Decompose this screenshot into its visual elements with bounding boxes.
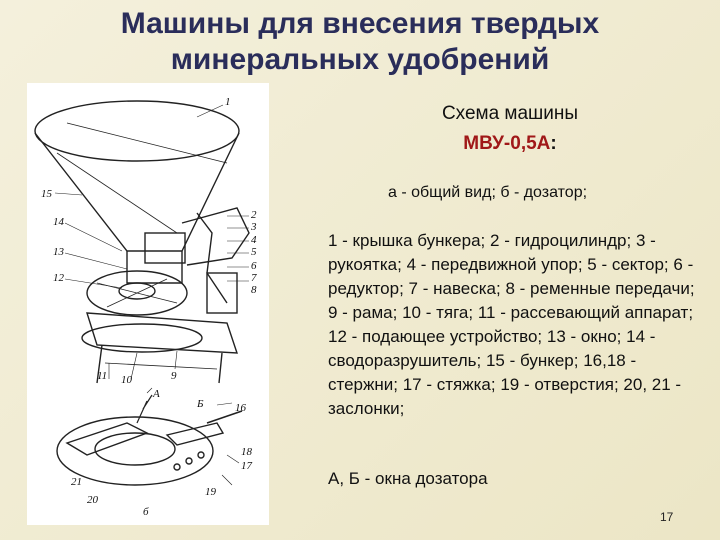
figure-label: 8 xyxy=(251,284,257,296)
figure-label: Б xyxy=(196,398,204,410)
figure-label: б xyxy=(143,506,149,518)
legend-item: 17 - стяжка; xyxy=(402,375,496,394)
figure-label: 20 xyxy=(87,494,99,506)
views-description: а - общий вид; б - дозатор; xyxy=(388,184,588,201)
slide-title: Машины для внесения твердых минеральных … xyxy=(40,6,680,78)
model-name: МВУ-0,5А xyxy=(463,133,551,154)
figure-label: 15 xyxy=(41,188,53,200)
figure-label: 5 xyxy=(251,246,257,258)
caption-model: МВУ-0,5А: xyxy=(380,131,640,157)
figure-label: 19 xyxy=(205,486,217,498)
legend-item: 9 - рама; xyxy=(328,303,398,322)
figure-label: 1 xyxy=(225,96,231,108)
figure-label: 11 xyxy=(97,370,107,382)
model-colon: : xyxy=(550,133,557,154)
figure-label: 10 xyxy=(121,374,133,386)
figure-label: А xyxy=(152,388,160,400)
hopper-cone xyxy=(34,132,240,252)
title-line-2: минеральных удобрений xyxy=(170,43,550,76)
figure-label: 21 xyxy=(71,476,82,488)
figure-label: 17 xyxy=(241,460,253,472)
hopper-rim xyxy=(34,100,240,162)
legend-item: 11 - рассевающий аппарат; xyxy=(477,303,694,322)
legend-item: 16,18 - стержни; xyxy=(328,351,637,394)
legend-item: 20, 21 - заслонки; xyxy=(328,375,682,418)
figure-label: 13 xyxy=(53,246,65,258)
figure-label: 2 xyxy=(251,209,257,221)
figure-label: 6 xyxy=(251,260,257,272)
legend-item: 4 - передвижной упор; xyxy=(406,255,583,274)
legend-item: 5 - сектор; xyxy=(587,255,669,274)
machine-drawing: 1 15 14 13 12 11 10 9 8 7 6 5 4 3 2 А Б … xyxy=(34,96,257,518)
page-number: 17 xyxy=(660,510,674,524)
figure-label: 7 xyxy=(251,272,257,284)
legend-item: 6 - редуктор; xyxy=(328,255,694,298)
figure-label: 16 xyxy=(235,402,247,414)
legend-item: 3 - рукоятка; xyxy=(328,231,656,274)
legend-item: 8 - ременные передачи; xyxy=(505,279,695,298)
machine-diagram: 1 15 14 13 12 11 10 9 8 7 6 5 4 3 2 А Б … xyxy=(27,83,269,525)
legend-item: 12 - подающее устройство; xyxy=(328,327,543,346)
figure-label: 14 xyxy=(53,216,65,228)
figure-label: 12 xyxy=(53,272,65,284)
figure-label: 18 xyxy=(241,446,253,458)
parts-legend: 1 - крышка бункера; 2 - гидроцилиндр; 3 … xyxy=(328,229,700,421)
legend-item: 10 - тяга; xyxy=(402,303,474,322)
legend-item: 1 - крышка бункера; xyxy=(328,231,486,250)
figure-label: 3 xyxy=(250,221,257,233)
doser-disk xyxy=(56,416,214,486)
legend-item: 13 - окно; xyxy=(546,327,622,346)
figure-label: 4 xyxy=(251,234,257,246)
legend-item: 14 - сводоразрушитель; xyxy=(328,327,656,370)
legend-item: 2 - гидроцилиндр; xyxy=(490,231,632,250)
legend-item: 15 - бункер; xyxy=(485,351,579,370)
doser-windows-note: А, Б - окна дозатора xyxy=(328,469,488,488)
legend-item: 7 - навеска; xyxy=(408,279,501,298)
caption-title: Схема машины xyxy=(441,103,579,124)
figure-label: 9 xyxy=(171,370,177,382)
title-line-1: Машины для внесения твердых xyxy=(120,7,600,40)
legend-item: 19 - отверстия; xyxy=(500,375,619,394)
